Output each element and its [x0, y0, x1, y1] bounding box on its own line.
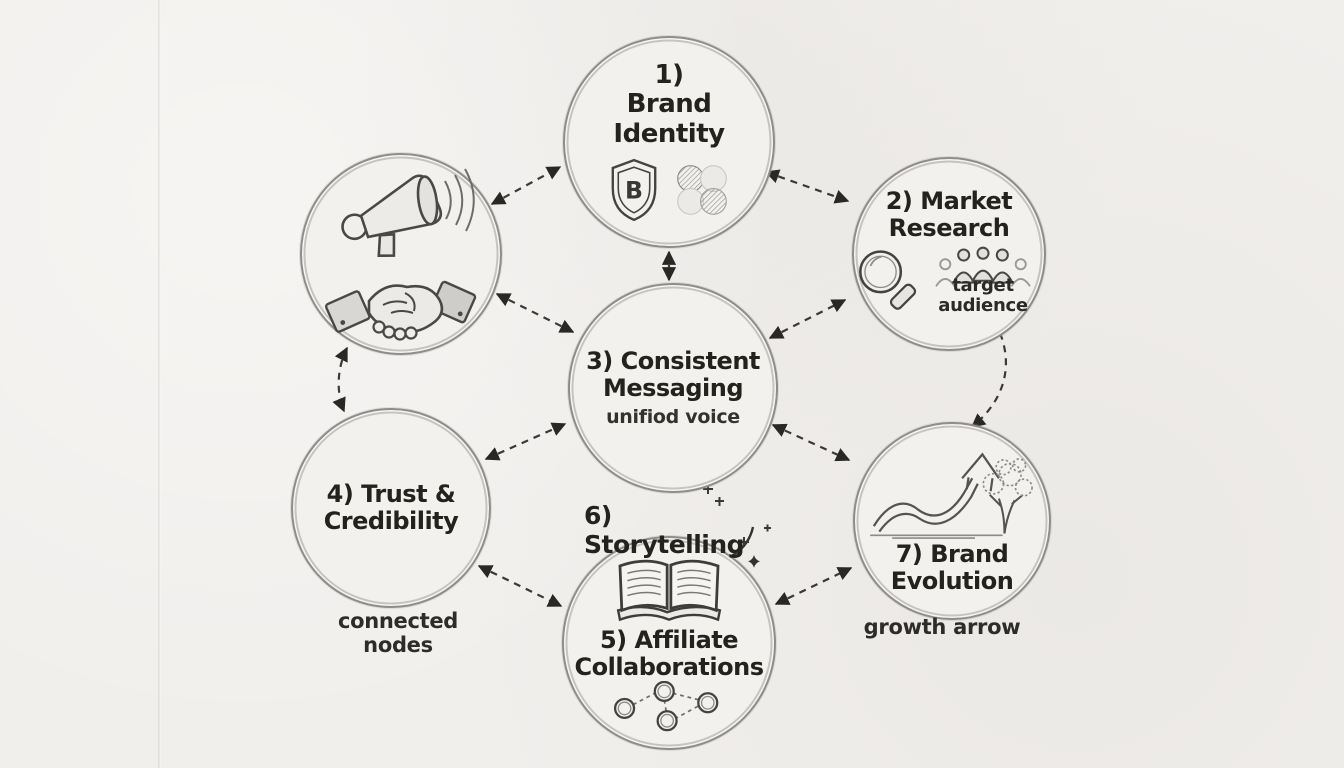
storytelling-label: 6) Storytelling [584, 501, 745, 559]
node-title: 4) Trust & Credibility [323, 479, 459, 535]
node-title: 3) Consistent Messaging [586, 346, 760, 402]
connector-trust-affiliate [477, 565, 563, 607]
magnifier-icon [859, 250, 917, 311]
tree-icon [982, 457, 1033, 534]
connector-promotion-trust [332, 346, 348, 413]
connector-promotion-consistent-messaging [495, 293, 575, 333]
sparkle-star-icon [748, 555, 760, 568]
sparkle-plus-icon [715, 497, 724, 506]
node-affiliate-collaborations: 5) Affiliate Collaborations [562, 536, 776, 750]
node-brand-evolution: 7) Brand Evolution [853, 422, 1051, 620]
node-market-research: 2) Market Research [852, 157, 1046, 351]
audience-caption: target audience [938, 275, 1028, 317]
network-nodes-icon [613, 681, 719, 732]
connector-affiliate-brand-evolution [774, 567, 853, 605]
node-title: 1) Brand Identity [613, 59, 725, 149]
handshake-icon [324, 280, 477, 341]
shield-icon: B [611, 159, 657, 222]
audience-icon [935, 247, 1031, 288]
node-subtitle: unifiod voice [606, 406, 740, 429]
megaphone-icon [341, 168, 475, 257]
node-title: 5) Affiliate Collaborations [574, 625, 764, 681]
trust-caption: connected nodes [337, 609, 459, 657]
shield-letter: B [625, 177, 643, 205]
evolution-caption: growth arrow [863, 615, 1021, 639]
sparkle-plus-icon [739, 537, 749, 547]
connector-consistent-messaging-market-research [768, 299, 847, 339]
connector-market-research-brand-evolution [970, 332, 1007, 428]
growth-arrow-icon [870, 452, 1033, 539]
node-promotion [300, 153, 502, 355]
node-title: 7) Brand Evolution [890, 539, 1014, 595]
open-book-icon [616, 559, 722, 621]
node-title: 2) Market Research [885, 186, 1013, 242]
connector-consistent-messaging-brand-evolution [771, 423, 851, 462]
connector-promotion-brand-identity [490, 166, 562, 205]
palette-icon [677, 165, 727, 216]
connector-trust-consistent-messaging [484, 422, 567, 461]
node-brand-identity: 1) Brand Identity B [563, 36, 775, 248]
sparkle-plus-icon [764, 524, 771, 532]
node-consistent-messaging: 3) Consistent Messaging unifiod voice [568, 283, 778, 493]
paper-fold-line [158, 0, 161, 768]
connector-brand-identity-market-research [764, 169, 850, 204]
node-trust-credibility: 4) Trust & Credibility [291, 408, 491, 608]
